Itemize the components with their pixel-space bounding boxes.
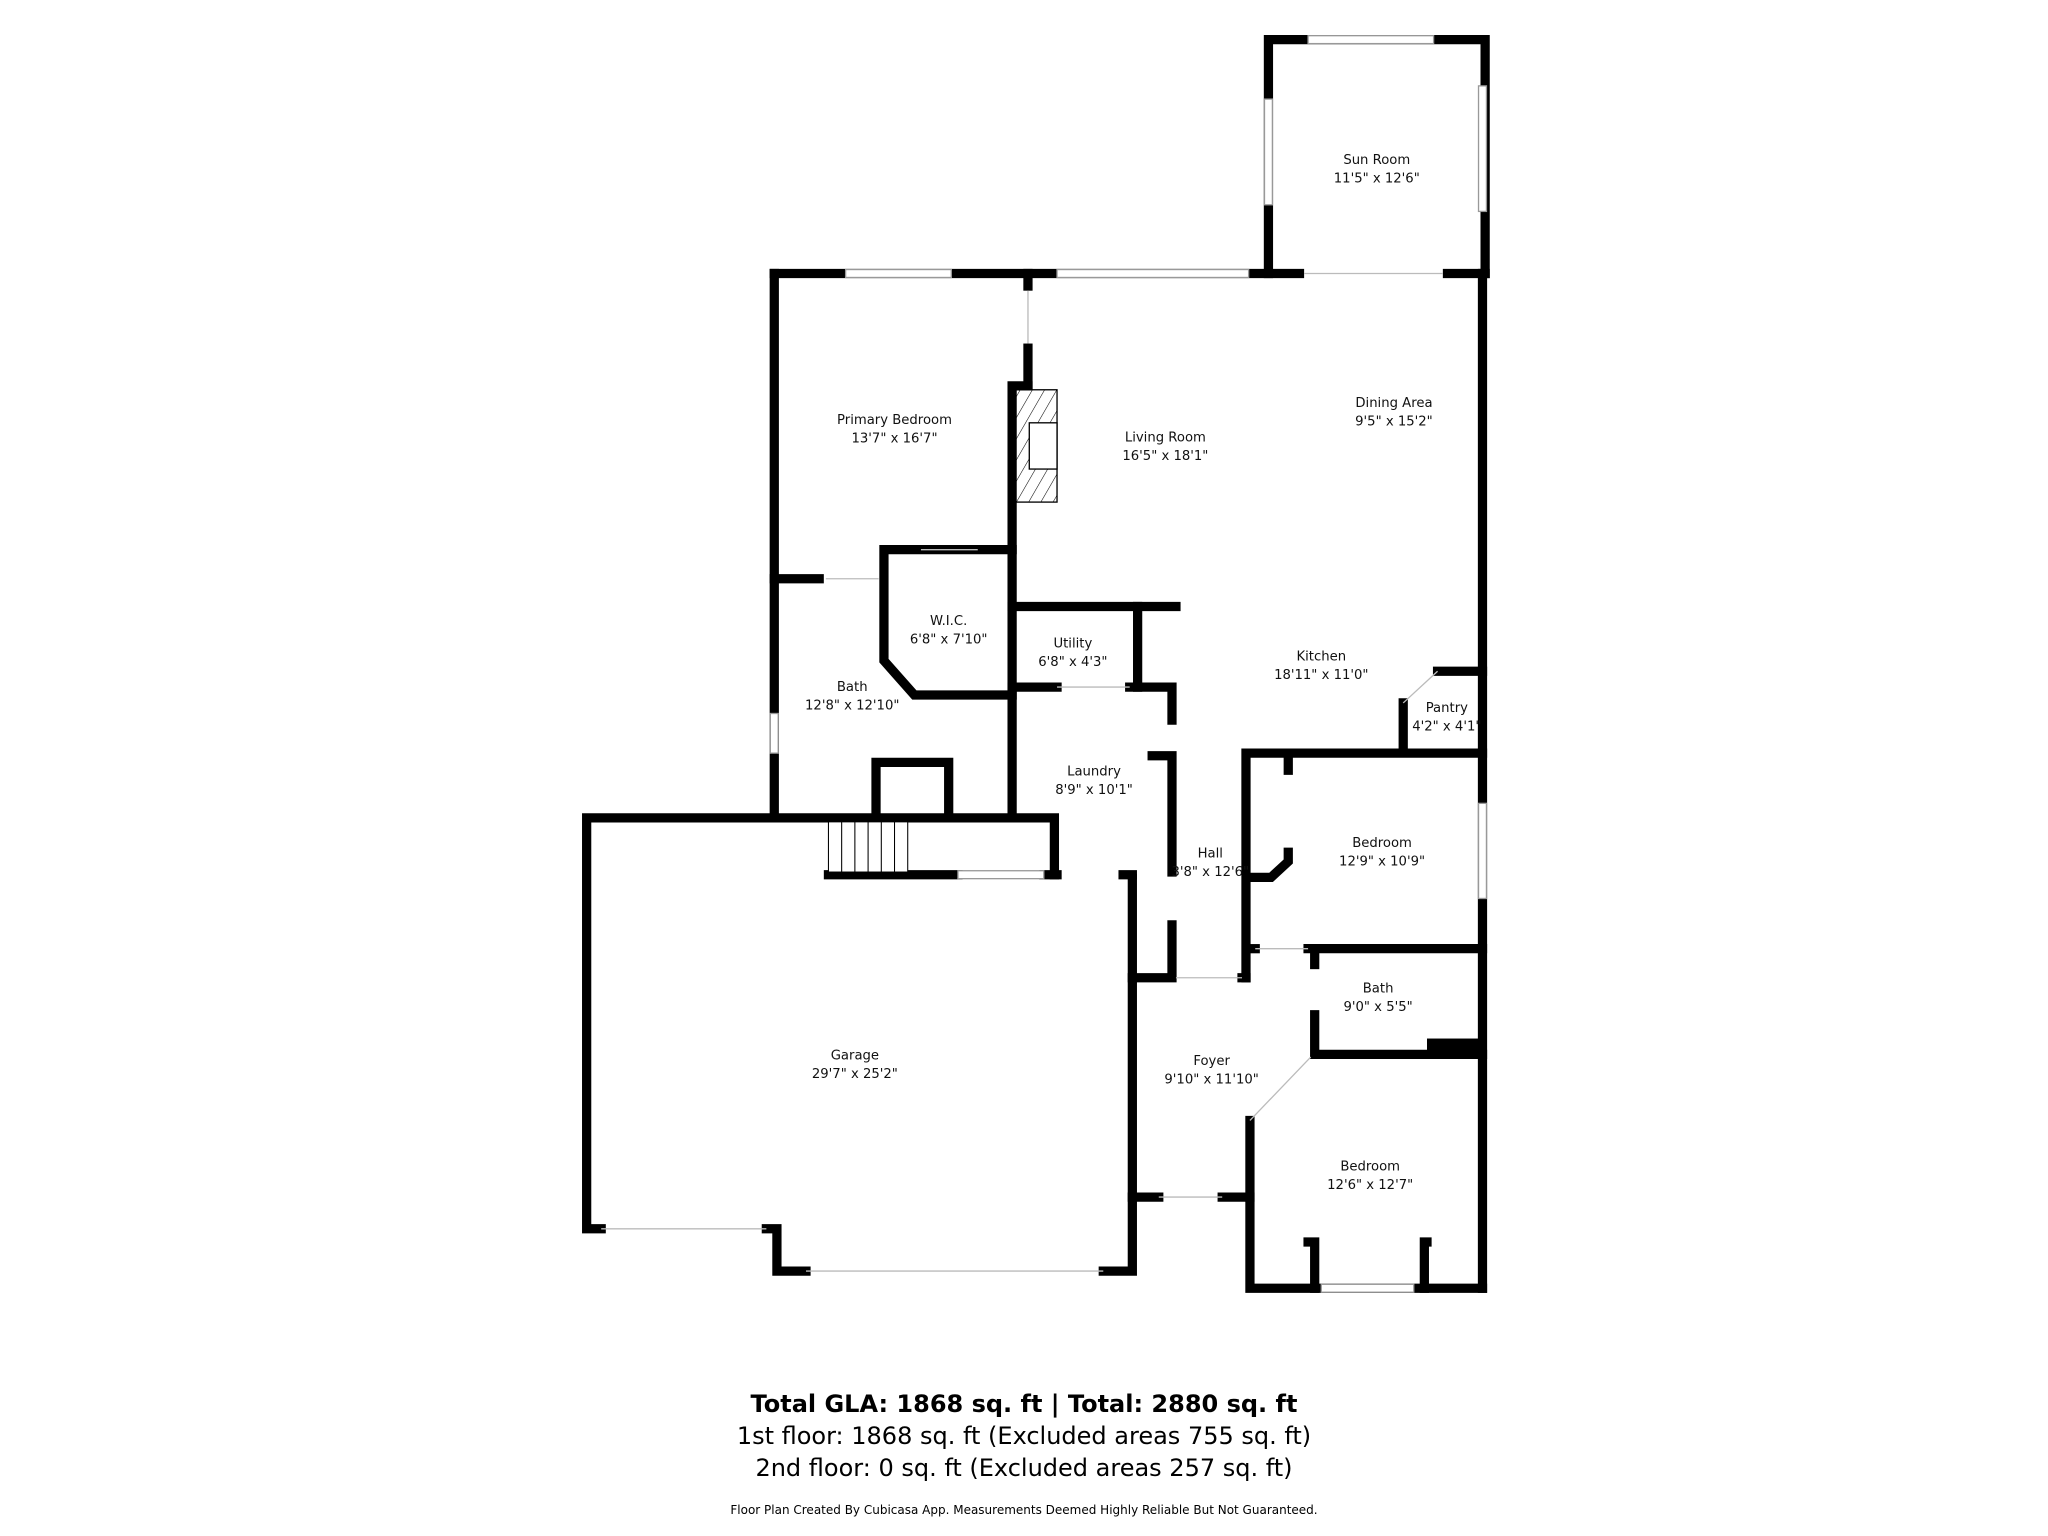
svg-text:Garage: Garage — [831, 1049, 879, 1064]
svg-text:3'8" x 12'6": 3'8" x 12'6" — [1171, 865, 1249, 880]
svg-text:8'9" x 10'1": 8'9" x 10'1" — [1055, 783, 1133, 798]
svg-text:4'2" x 4'1": 4'2" x 4'1" — [1412, 720, 1481, 735]
svg-text:29'7" x 25'2": 29'7" x 25'2" — [812, 1067, 898, 1082]
room-bath-2: Bath 9'0" x 5'5" — [1343, 981, 1412, 1014]
svg-text:Foyer: Foyer — [1193, 1054, 1230, 1069]
svg-text:Bath: Bath — [1363, 981, 1394, 996]
stairs — [827, 821, 909, 873]
svg-text:Bedroom: Bedroom — [1340, 1160, 1400, 1175]
svg-text:12'9" x 10'9": 12'9" x 10'9" — [1339, 854, 1425, 869]
svg-text:9'10" x 11'10": 9'10" x 11'10" — [1164, 1072, 1258, 1087]
room-hall: Hall 3'8" x 12'6" — [1171, 847, 1249, 880]
room-labels: Sun Room 11'5" x 12'6" Primary Bedroom 13'… — [805, 153, 1481, 1193]
disclaimer: Floor Plan Created By Cubicasa App. Meas… — [730, 1503, 1318, 1517]
room-wic: W.I.C. 6'8" x 7'10" — [910, 614, 988, 647]
svg-text:9'0" x 5'5": 9'0" x 5'5" — [1343, 1000, 1412, 1015]
svg-text:Utility: Utility — [1053, 636, 1092, 651]
room-bath-primary: Bath 12'8" x 12'10" — [805, 680, 899, 713]
svg-text:Primary Bedroom: Primary Bedroom — [837, 413, 952, 428]
svg-text:Bedroom: Bedroom — [1352, 836, 1412, 851]
room-primary-bedroom: Primary Bedroom 13'7" x 16'7" — [837, 413, 952, 446]
room-foyer: Foyer 9'10" x 11'10" — [1164, 1054, 1258, 1087]
second-floor-area: 2nd floor: 0 sq. ft (Excluded areas 257 … — [755, 1454, 1293, 1482]
room-garage: Garage 29'7" x 25'2" — [812, 1049, 898, 1082]
svg-text:Bath: Bath — [837, 680, 868, 695]
svg-text:16'5" x 18'1": 16'5" x 18'1" — [1122, 449, 1208, 464]
svg-text:Living Room: Living Room — [1125, 430, 1206, 445]
svg-text:13'7" x 16'7": 13'7" x 16'7" — [852, 432, 938, 447]
svg-text:Laundry: Laundry — [1067, 765, 1121, 780]
svg-text:12'8" x 12'10": 12'8" x 12'10" — [805, 699, 899, 714]
svg-text:11'5" x 12'6": 11'5" x 12'6" — [1334, 171, 1420, 186]
svg-text:Dining Area: Dining Area — [1355, 396, 1432, 411]
windows — [769, 35, 1488, 1293]
fireplace — [1014, 389, 1058, 503]
svg-text:Sun Room: Sun Room — [1343, 153, 1410, 168]
svg-text:Hall: Hall — [1198, 847, 1223, 862]
svg-text:Kitchen: Kitchen — [1296, 650, 1346, 665]
svg-text:12'6" x 12'7": 12'6" x 12'7" — [1327, 1178, 1413, 1193]
walls — [582, 35, 1490, 1293]
room-dining-area: Dining Area 9'5" x 15'2" — [1355, 396, 1433, 429]
svg-text:9'5" x 15'2": 9'5" x 15'2" — [1355, 414, 1433, 429]
room-laundry: Laundry 8'9" x 10'1" — [1055, 765, 1133, 798]
svg-text:6'8" x 4'3": 6'8" x 4'3" — [1038, 655, 1107, 670]
room-bedroom-3: Bedroom 12'6" x 12'7" — [1327, 1160, 1413, 1193]
door-openings — [601, 268, 1443, 1272]
room-utility: Utility 6'8" x 4'3" — [1038, 636, 1107, 669]
room-kitchen: Kitchen 18'11" x 11'0" — [1274, 650, 1368, 683]
room-living-room: Living Room 16'5" x 18'1" — [1122, 430, 1208, 463]
svg-text:6'8" x 7'10": 6'8" x 7'10" — [910, 632, 988, 647]
first-floor-area: 1st floor: 1868 sq. ft (Excluded areas 7… — [736, 1422, 1312, 1450]
room-bedroom-2: Bedroom 12'9" x 10'9" — [1339, 836, 1425, 869]
room-sun-room: Sun Room 11'5" x 12'6" — [1334, 153, 1420, 186]
room-pantry: Pantry 4'2" x 4'1" — [1412, 701, 1481, 734]
total-area-summary: Total GLA: 1868 sq. ft | Total: 2880 sq.… — [750, 1390, 1298, 1418]
svg-text:W.I.C.: W.I.C. — [930, 614, 967, 629]
svg-text:Pantry: Pantry — [1426, 701, 1468, 716]
svg-text:18'11" x 11'0": 18'11" x 11'0" — [1274, 668, 1368, 683]
